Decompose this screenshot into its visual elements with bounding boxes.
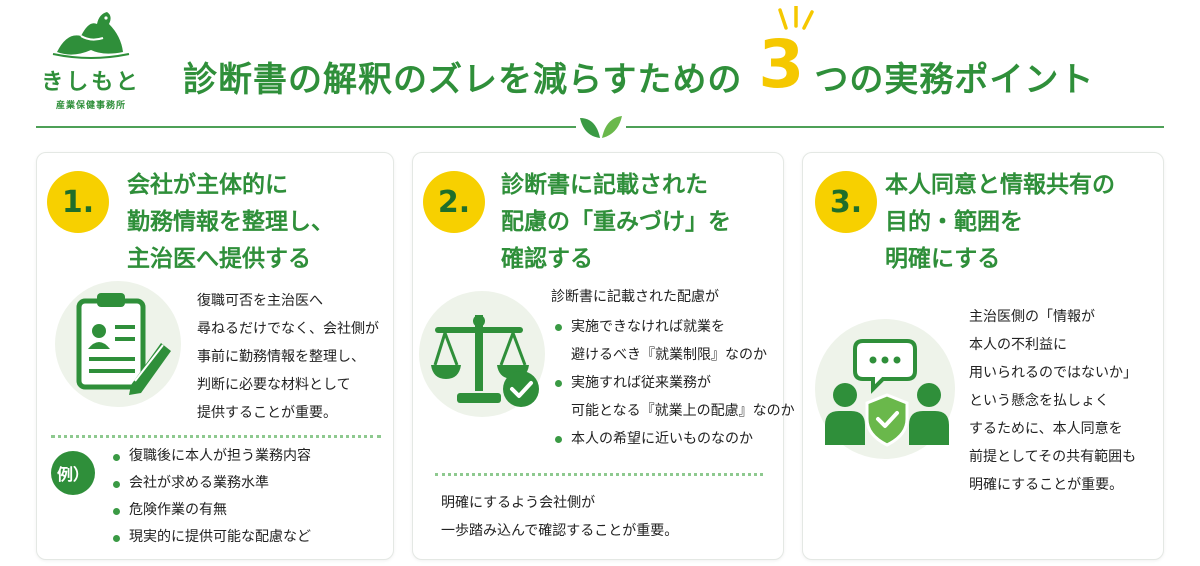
title-after: つの実務ポイント (814, 59, 1095, 100)
check-list: 実施できなければ就業を 避けるべき『就業制限』なのか 実施すれば従来業務が 可能… (555, 313, 795, 453)
point-intro: 診断書に記載された配慮が (551, 289, 719, 305)
title-number: 3 (758, 26, 805, 103)
point-title: 会社が主体的に 勤務情報を整理し、 主治医へ提供する (127, 172, 334, 272)
sparkle-icon (778, 6, 815, 30)
point-number-badge: 1. (47, 171, 109, 233)
list-item: 危険作業の有無 (113, 497, 311, 524)
divider-left (36, 126, 576, 128)
list-item: 実施すれば従来業務が 可能となる『就業上の配慮』なのか (555, 369, 795, 425)
point-conclusion: 明確にするよう会社側が 一歩踏み込んで確認することが重要。 (441, 495, 679, 539)
logo-subtitle: 産業保健事務所 (55, 101, 126, 111)
point-number-badge: 2. (423, 171, 485, 233)
scale-check-icon (431, 315, 539, 407)
clipboard-pen-icon (76, 293, 171, 395)
seal-mascot-icon (52, 12, 130, 59)
leaf-icon (580, 116, 622, 138)
logo-name: きしもと (41, 70, 141, 95)
list-item: 実施できなければ就業を 避けるべき『就業制限』なのか (555, 313, 795, 369)
point-description: 主治医側の「情報が 本人の不利益に 用いられるのではないか」 という懸念を払しょ… (969, 309, 1137, 493)
title-before: 診断書の解釈のズレを減らすための (183, 59, 743, 100)
example-badge: 例） (51, 451, 95, 495)
divider-right (626, 126, 1164, 128)
company-logo: きしもと 産業保健事務所 (36, 6, 146, 116)
point-card-3: 3. 本人同意と情報共有の 目的・範囲を 明確にする 主治医側の「情報が 本人の… (802, 152, 1164, 560)
list-item: 会社が求める業務水準 (113, 470, 311, 497)
list-item: 本人の希望に近いものなのか (555, 425, 795, 453)
page-title: 診断書の解釈のズレを減らすための 3 つの実務ポイント (183, 6, 1095, 106)
list-item: 復職後に本人が担う業務内容 (113, 443, 311, 470)
point-number-badge: 3. (815, 171, 877, 233)
dotted-divider (435, 473, 763, 476)
people-shield-icon (825, 339, 949, 447)
example-list: 復職後に本人が担う業務内容 会社が求める業務水準 危険作業の有無 現実的に提供可… (113, 443, 311, 551)
dotted-divider (51, 435, 381, 438)
list-item: 現実的に提供可能な配慮など (113, 524, 311, 551)
point-title: 診断書に記載された 配慮の「重みづけ」を 確認する (501, 172, 731, 272)
point-description: 復職可否を主治医へ 尋ねるだけでなく、会社側が 事前に勤務情報を整理し、 判断に… (197, 293, 379, 421)
point-title: 本人同意と情報共有の 目的・範囲を 明確にする (885, 172, 1115, 272)
point-card-2: 2. 診断書に記載された 配慮の「重みづけ」を 確認する 診断書に記載された配慮… (412, 152, 795, 560)
point-card-1: 1. 会社が主体的に 勤務情報を整理し、 主治医へ提供する 復職可否を主治医へ … (36, 152, 394, 560)
